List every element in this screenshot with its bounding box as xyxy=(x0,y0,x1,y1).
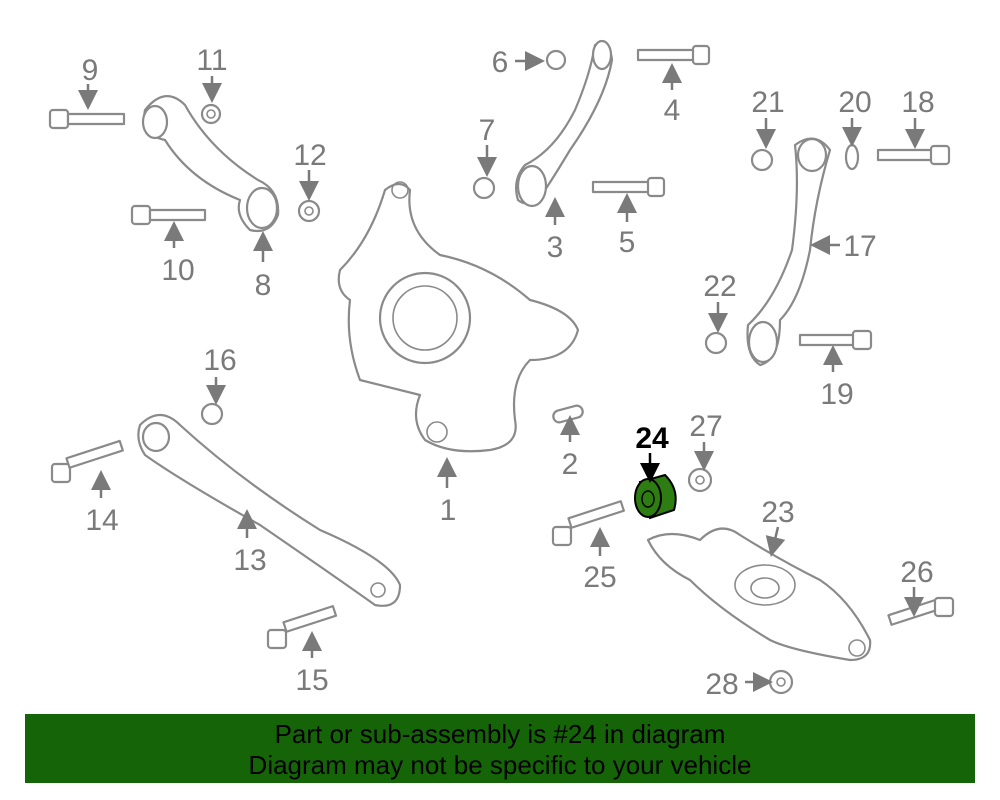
callout-4: 4 xyxy=(664,94,681,127)
bolt-19 xyxy=(798,329,873,351)
callout-25: 25 xyxy=(583,561,616,594)
upper-arm-3 xyxy=(515,39,614,208)
callout-22: 22 xyxy=(703,270,736,303)
pin-2 xyxy=(552,404,584,424)
upper-arm-8 xyxy=(141,95,280,233)
callout-13: 13 xyxy=(233,544,266,577)
callout-2: 2 xyxy=(562,448,579,481)
bolt-9 xyxy=(48,108,126,130)
callout-3: 3 xyxy=(547,231,564,264)
callout-20: 20 xyxy=(838,86,871,119)
banner-line-2: Diagram may not be specific to your vehi… xyxy=(248,750,752,780)
callout-10: 10 xyxy=(161,254,194,287)
callout-19: 19 xyxy=(820,378,853,411)
bolt-5 xyxy=(591,176,666,198)
nut-7 xyxy=(472,176,496,200)
callout-15: 15 xyxy=(295,664,328,697)
nut-22 xyxy=(704,331,728,355)
callout-12: 12 xyxy=(293,139,326,172)
callout-27: 27 xyxy=(689,410,722,443)
callout-9: 9 xyxy=(82,54,99,87)
bushing-24 xyxy=(634,473,677,520)
callout-7: 7 xyxy=(479,114,496,147)
bolt-14 xyxy=(50,439,124,484)
nut-28 xyxy=(768,669,794,695)
bolt-10 xyxy=(130,204,207,226)
nut-6 xyxy=(545,49,567,71)
callout-16: 16 xyxy=(203,344,236,377)
callout-5: 5 xyxy=(619,226,636,259)
callout-18: 18 xyxy=(901,86,934,119)
link-17 xyxy=(746,137,832,367)
callout-8: 8 xyxy=(255,269,272,302)
nut-12 xyxy=(297,199,321,223)
callout-17: 17 xyxy=(843,230,876,263)
nut-27 xyxy=(687,467,713,493)
callout-14: 14 xyxy=(85,504,118,537)
ring-20 xyxy=(844,143,860,171)
callout-6: 6 xyxy=(492,46,509,79)
bolt-4 xyxy=(636,44,711,66)
callout-21: 21 xyxy=(751,86,784,119)
callout-23: 23 xyxy=(761,496,794,529)
callout-26: 26 xyxy=(900,556,933,589)
lower-link-13 xyxy=(137,413,402,607)
knuckle-1 xyxy=(337,181,580,453)
callout-1: 1 xyxy=(440,494,457,527)
callout-arrows xyxy=(78,51,925,692)
callout-28: 28 xyxy=(705,668,738,701)
callout-24: 24 xyxy=(635,422,669,455)
bolt-15 xyxy=(266,605,338,650)
callout-11: 11 xyxy=(196,44,227,77)
bolt-18 xyxy=(876,144,951,166)
banner-line-1: Part or sub-assembly is #24 in diagram xyxy=(274,719,726,749)
nut-16 xyxy=(200,402,224,426)
info-banner: Part or sub-assembly is #24 in diagram D… xyxy=(25,714,975,783)
nut-11 xyxy=(200,103,222,125)
lower-control-arm-23 xyxy=(646,527,872,662)
bolt-25 xyxy=(551,500,625,547)
nut-21 xyxy=(750,148,774,172)
bolt-26 xyxy=(887,596,955,626)
